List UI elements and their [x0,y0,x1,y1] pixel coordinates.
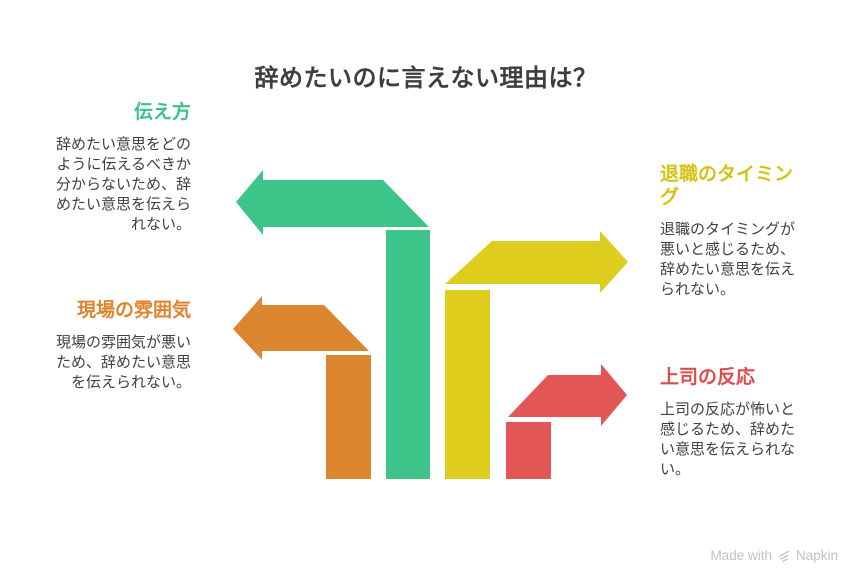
item-heading-genba: 現場の雰囲気 [76,300,191,321]
item-description-joshi: 上司の反応が怖いと感じるため、辞めたい意思を伝えられない。 [660,401,796,478]
arrow-arm-tsutaekata-icon [236,170,429,235]
item-block-timing: 退職のタイミング 退職のタイミングが悪いと感じるため、辞めたい意思を伝えられない… [660,163,805,300]
arrow-column-timing-icon [445,290,490,479]
napkin-logo-icon [778,549,790,562]
item-block-genba: 現場の雰囲気 現場の雰囲気が悪いため、辞めたい意思を伝えられない。 [46,299,191,393]
arrow-arm-joshi-icon [508,364,627,426]
item-heading-joshi: 上司の反応 [660,367,756,388]
arrow-timing [445,231,628,479]
item-description-timing: 退職のタイミングが悪いと感じるため、辞めたい意思を伝えられない。 [660,221,796,298]
item-description-genba: 現場の雰囲気が悪いため、辞めたい意思を伝えられない。 [55,334,191,391]
item-heading-timing: 退職のタイミング [660,164,794,208]
watermark-prefix: Made with [710,548,772,563]
page-title: 辞めたいのに言えない理由は？ [254,65,598,93]
item-description-tsutaekata: 辞めたい意思をどのように伝えるべきか分からないため、辞めたい意思を伝えられない。 [55,136,191,233]
arrow-column-genba-icon [326,355,371,479]
watermark-brand: Napkin [795,548,838,563]
item-block-tsutaekata: 伝え方 辞めたい意思をどのように伝えるべきか分からないため、辞めたい意思を伝えら… [46,101,191,235]
item-block-joshi: 上司の反応 上司の反応が怖いと感じるため、辞めたい意思を伝えられない。 [660,366,805,480]
arrow-column-tsutaekata-icon [386,230,430,479]
arrow-joshi [506,364,627,479]
napkin-watermark-link[interactable]: Made with Napkin [710,548,838,563]
arrow-genba [233,296,371,479]
item-heading-tsutaekata: 伝え方 [133,102,191,123]
arrow-arm-genba-icon [233,296,369,360]
arrow-arm-timing-icon [445,231,628,293]
arrow-tsutaekata [236,170,430,479]
arrow-column-joshi-icon [506,422,551,479]
